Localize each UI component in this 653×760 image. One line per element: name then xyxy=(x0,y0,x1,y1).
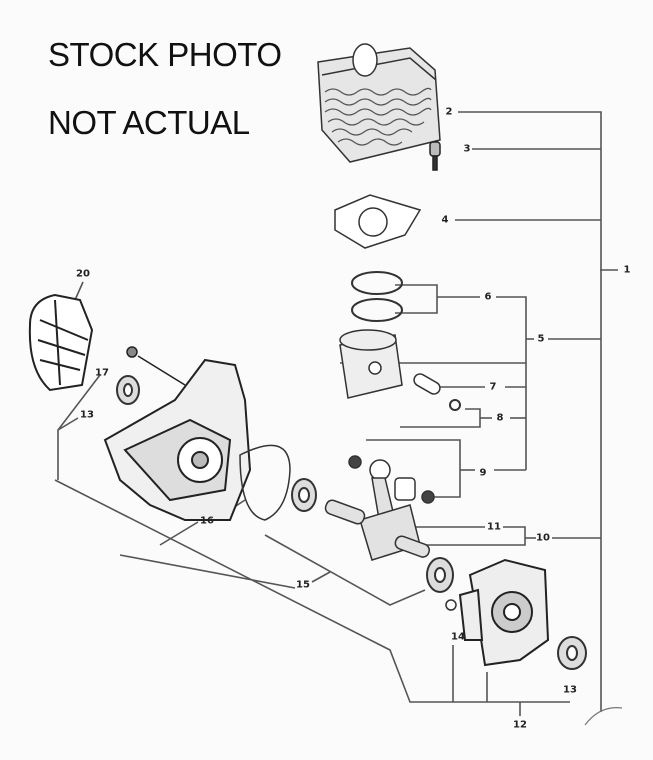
callout-9: 9 xyxy=(479,467,487,479)
callout-15: 15 xyxy=(296,579,310,591)
callout-20: 20 xyxy=(76,268,90,280)
callout-13-right: 13 xyxy=(563,684,577,696)
callout-10: 10 xyxy=(536,532,550,544)
callout-6: 6 xyxy=(484,291,492,303)
callout-13-left: 13 xyxy=(80,409,94,421)
callout-14: 14 xyxy=(451,631,465,643)
callout-17: 17 xyxy=(95,367,109,379)
callout-11: 11 xyxy=(487,521,501,533)
callout-1: 1 xyxy=(623,264,631,276)
callout-3: 3 xyxy=(463,143,471,155)
not-actual-notice: NOT ACTUAL xyxy=(48,104,250,141)
callout-2: 2 xyxy=(445,106,453,118)
stock-photo-notice: STOCK PHOTO xyxy=(48,36,282,73)
callout-8: 8 xyxy=(496,412,504,424)
callout-16: 16 xyxy=(200,515,214,527)
callout-4: 4 xyxy=(441,214,449,226)
callout-7: 7 xyxy=(489,381,497,393)
callout-5: 5 xyxy=(537,333,545,345)
callout-12: 12 xyxy=(513,719,527,731)
